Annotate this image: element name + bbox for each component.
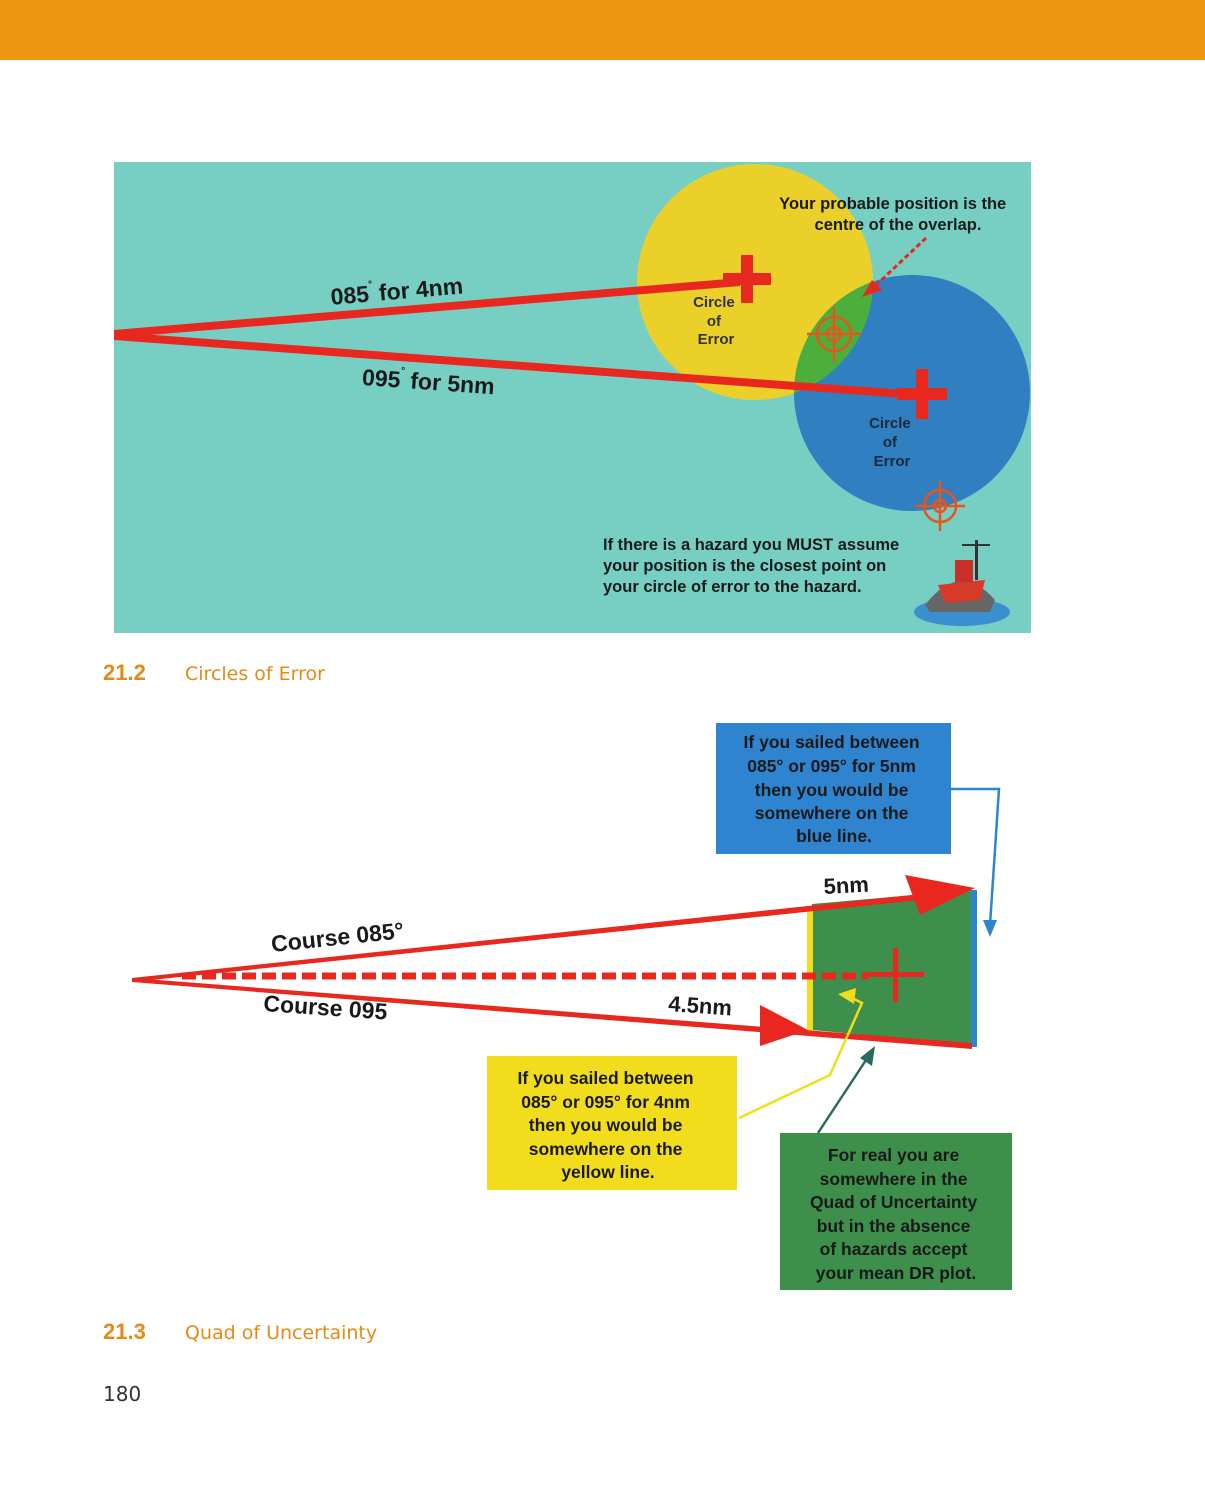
caption-number: 21.3 bbox=[103, 1319, 146, 1344]
pointer-arrow bbox=[872, 236, 928, 289]
yellow-note-text: If you sailed between 085° or 095° for 4… bbox=[518, 1068, 699, 1182]
label-course-095: Course 095 bbox=[263, 990, 389, 1025]
arrow-head-icon bbox=[838, 988, 856, 1004]
course-line-085 bbox=[114, 278, 740, 338]
cross-icon bbox=[897, 369, 947, 419]
figure-caption-21-3: 21.3 Quad of Uncertainty bbox=[103, 1319, 377, 1345]
yellow-note-box bbox=[487, 1056, 737, 1190]
header-bar bbox=[0, 0, 1205, 60]
page-number: 180 bbox=[103, 1382, 142, 1406]
arrow-head-icon bbox=[860, 1046, 875, 1066]
figure-caption-21-2: 21.2 Circles of Error bbox=[103, 660, 325, 686]
course-line-085 bbox=[132, 893, 930, 982]
circle-of-error-label: Circle of Error bbox=[693, 294, 739, 348]
arrow-head-icon bbox=[862, 280, 882, 297]
yellow-pointer-line bbox=[738, 995, 864, 1120]
label-5nm: 5nm bbox=[823, 872, 869, 899]
crosshair-icon bbox=[807, 307, 861, 361]
label-4-5nm: 4.5nm bbox=[668, 991, 733, 1020]
cross-icon bbox=[723, 255, 771, 303]
yellow-line bbox=[807, 906, 813, 1031]
green-note-text: For real you are somewhere in the Quad o… bbox=[810, 1145, 982, 1283]
caption-number: 21.2 bbox=[103, 660, 146, 685]
probable-position-note: Your probable position is the centre of … bbox=[779, 195, 1011, 234]
svg-text:095°for 5nm: 095°for 5nm bbox=[361, 363, 495, 399]
arrow-head-icon bbox=[760, 1005, 808, 1046]
caption-text: Quad of Uncertainty bbox=[185, 1322, 378, 1344]
green-note-box bbox=[780, 1133, 1012, 1290]
caption-text: Circles of Error bbox=[185, 663, 325, 685]
label-095-for-5nm: 095°for 5nm bbox=[361, 363, 495, 399]
blue-note-text: If you sailed between 085° or 095° for 5… bbox=[744, 732, 925, 846]
circle-of-error-label: Circle of Error bbox=[869, 415, 915, 470]
hazard-note: If there is a hazard you MUST assume you… bbox=[603, 536, 904, 596]
arrow-head-icon bbox=[905, 875, 975, 915]
blue-note-box bbox=[716, 723, 951, 854]
green-pointer-line bbox=[816, 1056, 870, 1134]
label-course-085: Course 085° bbox=[270, 917, 405, 957]
cross-icon bbox=[868, 948, 924, 1002]
blue-pointer-line bbox=[951, 787, 1001, 926]
course-line-095 bbox=[114, 332, 905, 398]
crosshair-icon bbox=[915, 481, 965, 531]
blue-line bbox=[971, 890, 977, 1047]
boat-icon bbox=[914, 540, 1010, 626]
arrow-head-icon bbox=[983, 920, 997, 937]
quad-of-uncertainty bbox=[812, 890, 972, 1045]
